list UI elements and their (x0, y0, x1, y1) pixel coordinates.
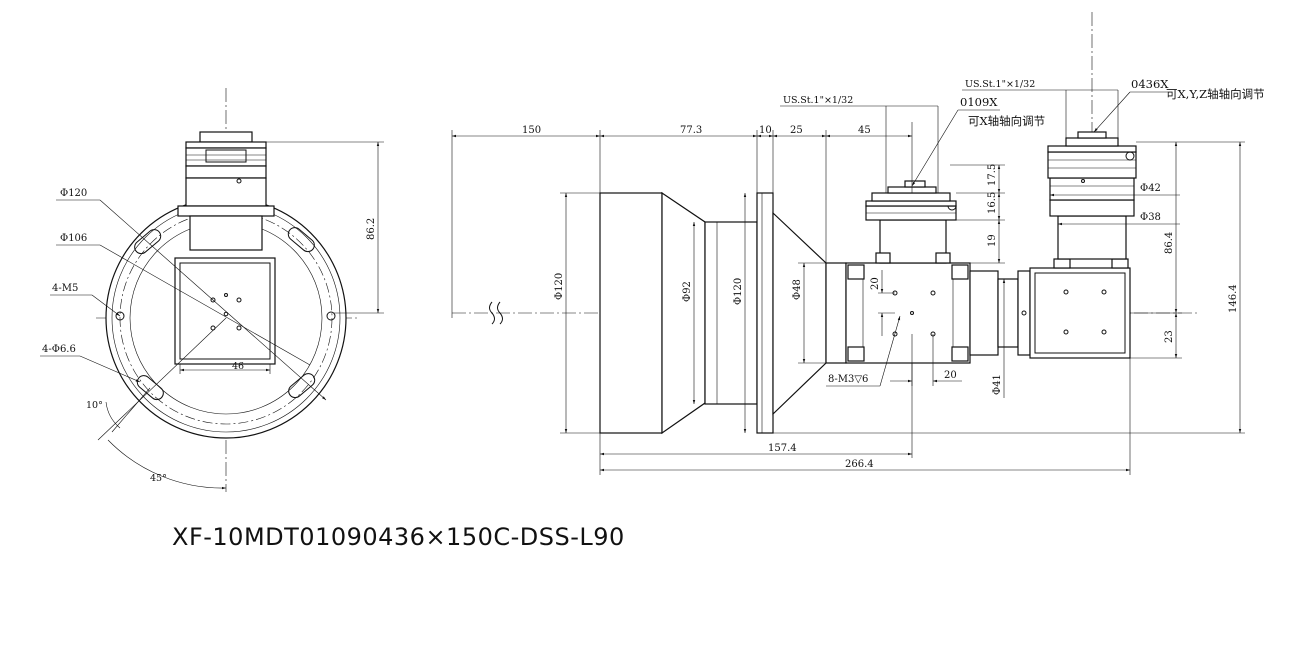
dim-150: 150 (522, 125, 541, 136)
dim-20-horizontal: 20 (944, 370, 957, 381)
dim-25: 25 (790, 125, 803, 136)
side-view: 150 77.3 10 25 45 157.4 266.4 Φ120 Φ92 Φ… (451, 12, 1265, 475)
label-4-m5: 4-M5 (52, 283, 78, 294)
label-code-0436: 0436X (1131, 77, 1169, 91)
dim-157-4: 157.4 (768, 443, 797, 454)
dim-45: 45 (858, 125, 871, 136)
dim-146-4: 146.4 (1228, 284, 1239, 313)
dim-23: 23 (1164, 330, 1175, 343)
dim-dia-120-right: Φ120 (733, 278, 744, 305)
dim-dia-41: Φ41 (992, 374, 1003, 395)
dim-19: 19 (987, 234, 998, 247)
dim-16-5: 16.5 (987, 192, 998, 214)
model-code: XF-10MDT01090436×150C-DSS-L90 (172, 523, 625, 551)
dim-86-4: 86.4 (1164, 232, 1175, 254)
label-dia-106: Φ106 (60, 233, 87, 244)
label-code-0109: 0109X (960, 95, 998, 109)
dim-46: 46 (232, 361, 244, 372)
dim-dia-92: Φ92 (682, 281, 693, 302)
label-8-m3: 8-M3▽6 (828, 374, 868, 385)
dim-20-vertical: 20 (870, 277, 881, 290)
front-view: 46 86.2 Φ120 Φ106 4-M5 4-Φ6.6 10° 45° (40, 88, 384, 492)
dim-dia-42: Φ42 (1140, 183, 1161, 194)
label-note-0109: 可X轴轴向调节 (968, 114, 1045, 128)
label-dia-120: Φ120 (60, 188, 87, 199)
dim-266-4: 266.4 (845, 459, 874, 470)
dim-dia-120-left: Φ120 (554, 273, 565, 300)
dim-86-2: 86.2 (366, 218, 377, 240)
dim-77-3: 77.3 (680, 125, 702, 136)
label-angle-45: 45° (150, 473, 167, 484)
dim-dia-48: Φ48 (792, 279, 803, 300)
label-note-0436: 可X,Y,Z轴轴向调节 (1166, 87, 1265, 101)
dim-dia-38: Φ38 (1140, 212, 1161, 223)
label-angle-10: 10° (86, 400, 103, 411)
dim-10: 10 (759, 125, 772, 136)
label-thread-left: US.St.1"×1/32 (783, 95, 853, 106)
label-4-dia-6-6: 4-Φ6.6 (42, 344, 76, 355)
label-thread-right: US.St.1"×1/32 (965, 79, 1035, 90)
dim-17-5: 17.5 (987, 164, 998, 186)
